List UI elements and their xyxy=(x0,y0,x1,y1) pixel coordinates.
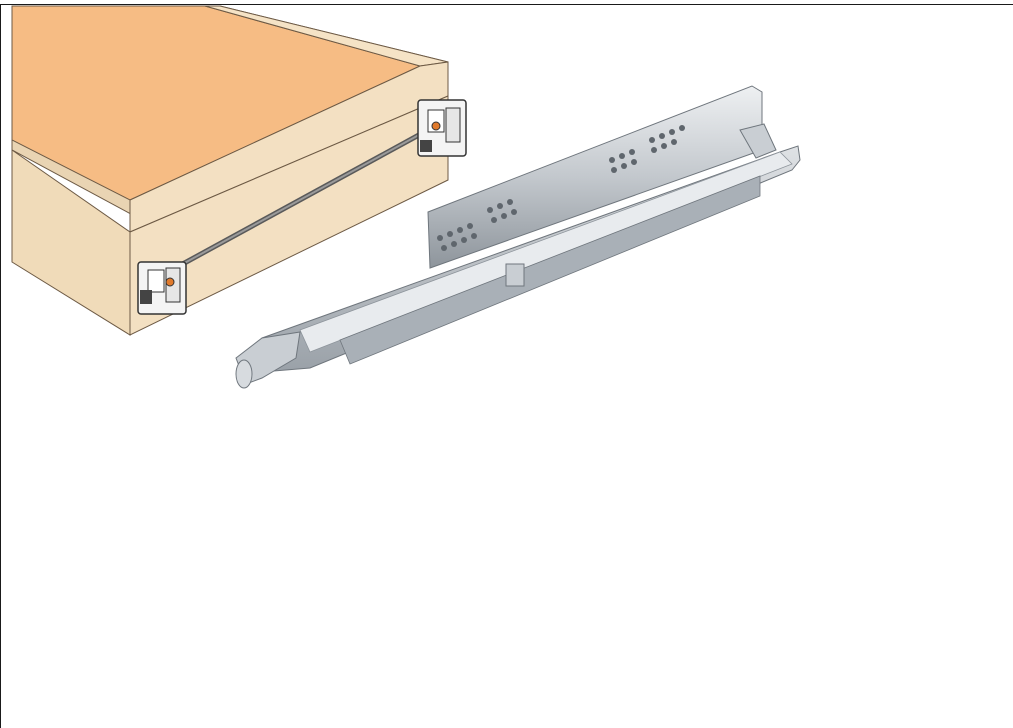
top-border xyxy=(0,4,1013,5)
left-border xyxy=(0,4,1,728)
drawer-illustration xyxy=(11,5,467,336)
runner-upper xyxy=(235,85,801,389)
drawer-bracket-front xyxy=(137,261,187,315)
drawer-bracket-back xyxy=(417,99,467,157)
